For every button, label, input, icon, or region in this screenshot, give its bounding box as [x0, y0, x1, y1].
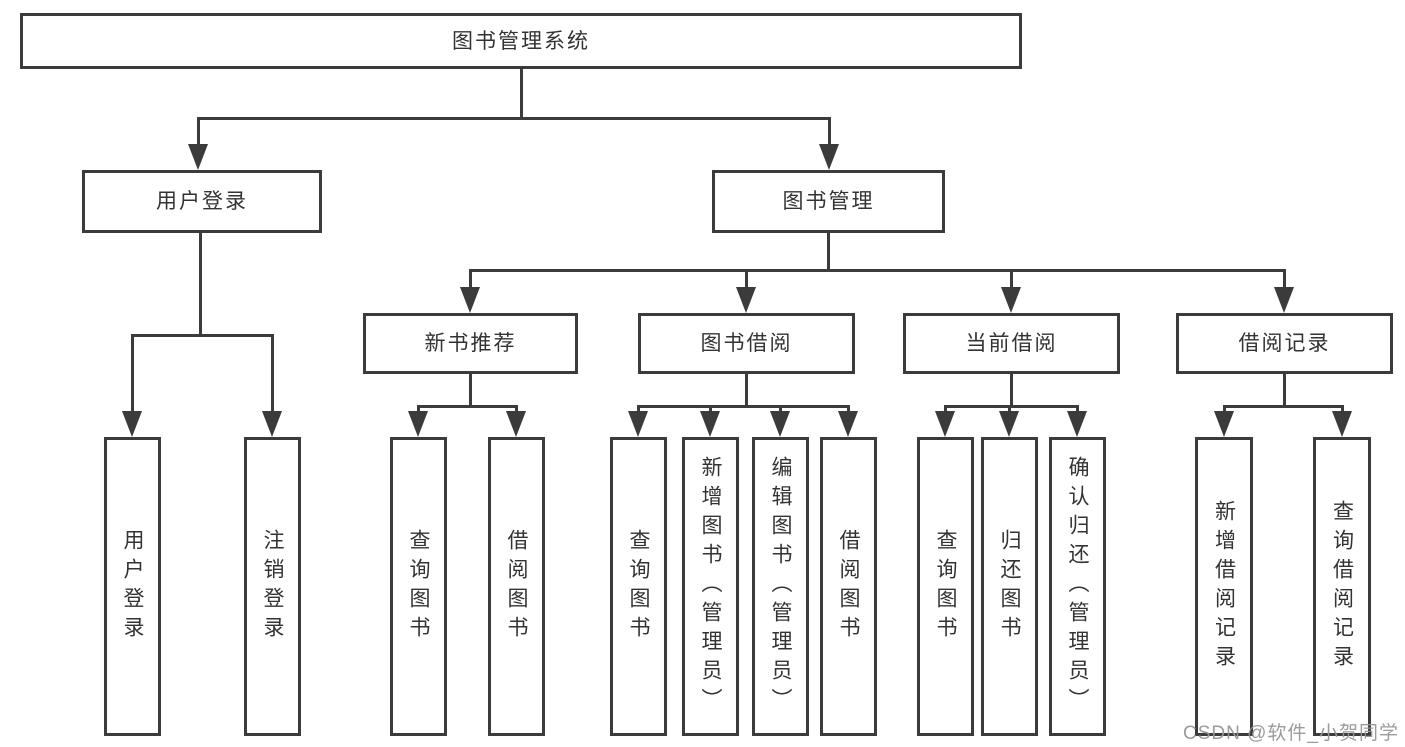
node-current-borrow: 当前借阅: [903, 313, 1120, 374]
leaf-borrow-books-recommend: 借阅图书: [488, 437, 545, 736]
leaf-query-books-current-label: 查询图书: [934, 528, 957, 645]
connector-drop: [637, 406, 640, 414]
leaf-query-books-recommend: 查询图书: [390, 437, 447, 736]
leaf-add-borrow-record-label: 新增借阅记录: [1212, 499, 1236, 674]
node-book-borrow-label: 图书借阅: [700, 332, 793, 355]
connector-drop: [828, 118, 831, 146]
leaf-user-login-label: 用户登录: [121, 528, 144, 645]
node-current-borrow-label: 当前借阅: [965, 332, 1058, 355]
connector-level1-branch: [197, 117, 831, 120]
connector-leaf-branch: [944, 405, 1079, 408]
node-borrow-records: 借阅记录: [1176, 313, 1393, 374]
node-book-management: 图书管理: [712, 170, 945, 233]
arrowhead-down-icon: [628, 411, 648, 437]
arrowhead-down-icon: [188, 144, 208, 170]
arrowhead-down-icon: [1001, 287, 1021, 313]
connector-drop: [944, 406, 947, 414]
connector-leaf-branch: [1223, 405, 1344, 408]
leaf-add-books-admin-label: 新增图书（管理员）: [699, 456, 722, 717]
node-borrow-records-label: 借阅记录: [1238, 332, 1331, 355]
arrowhead-down-icon: [700, 411, 720, 437]
leaf-query-borrow-record-label: 查询借阅记录: [1330, 499, 1354, 674]
leaf-confirm-return-admin-label: 确认归还（管理员）: [1066, 456, 1089, 717]
leaf-return-books-label: 归还图书: [998, 528, 1021, 645]
connector-drop: [847, 406, 850, 414]
arrowhead-down-icon: [770, 411, 790, 437]
connector-drop: [745, 270, 748, 289]
connector-drop: [1341, 406, 1344, 414]
leaf-logout: 注销登录: [244, 437, 301, 736]
leaf-borrow-books-recommend-label: 借阅图书: [505, 528, 528, 645]
leaf-query-books-recommend-label: 查询图书: [407, 528, 430, 645]
leaf-confirm-return-admin: 确认归还（管理员）: [1049, 437, 1106, 736]
connector-bookmgmt-stem: [827, 233, 830, 270]
connector-root-stem: [520, 69, 523, 118]
connector-stem: [469, 374, 472, 407]
arrowhead-down-icon: [1067, 411, 1087, 437]
connector-stem: [745, 374, 748, 407]
leaf-logout-label: 注销登录: [261, 528, 284, 645]
connector-drop: [779, 406, 782, 414]
connector-leaf-branch: [417, 405, 518, 408]
connector-userlogin-stem: [199, 233, 202, 335]
leaf-query-borrow-record: 查询借阅记录: [1313, 437, 1371, 736]
connector-drop: [469, 270, 472, 289]
connector-drop: [1076, 406, 1079, 414]
connector-stem: [1283, 374, 1286, 407]
leaf-query-books-borrow: 查询图书: [610, 437, 667, 736]
arrowhead-down-icon: [935, 411, 955, 437]
leaf-query-books-current: 查询图书: [917, 437, 974, 736]
node-root-system: 图书管理系统: [20, 13, 1022, 69]
arrowhead-down-icon: [262, 411, 282, 437]
connector-drop: [1223, 406, 1226, 414]
connector-drop: [1010, 270, 1013, 289]
node-user-login: 用户登录: [82, 170, 322, 233]
leaf-add-books-admin: 新增图书（管理员）: [682, 437, 739, 736]
arrowhead-down-icon: [460, 287, 480, 313]
csdn-watermark: CSDN @软件_小贺同学: [1183, 723, 1399, 744]
connector-drop: [197, 118, 200, 146]
leaf-edit-books-admin: 编辑图书（管理员）: [752, 437, 809, 736]
leaf-borrow-books-label: 借阅图书: [837, 528, 860, 645]
arrowhead-down-icon: [506, 411, 526, 437]
leaf-return-books: 归还图书: [981, 437, 1038, 736]
arrowhead-down-icon: [1332, 411, 1352, 437]
arrowhead-down-icon: [838, 411, 858, 437]
node-book-borrow: 图书借阅: [638, 313, 855, 374]
arrowhead-down-icon: [122, 411, 142, 437]
node-new-book-recommend: 新书推荐: [363, 313, 578, 374]
leaf-add-borrow-record: 新增借阅记录: [1195, 437, 1253, 736]
connector-drop: [515, 406, 518, 414]
connector-drop: [131, 335, 134, 413]
arrowhead-down-icon: [408, 411, 428, 437]
connector-userlogin-branch: [131, 334, 274, 337]
connector-leaf-branch: [637, 405, 850, 408]
arrowhead-down-icon: [819, 144, 839, 170]
connector-drop: [271, 335, 274, 413]
arrowhead-down-icon: [736, 287, 756, 313]
node-user-login-label: 用户登录: [156, 190, 248, 213]
node-root-label: 图书管理系统: [452, 29, 590, 53]
arrowhead-down-icon: [1274, 287, 1294, 313]
connector-stem: [1010, 374, 1013, 407]
arrowhead-down-icon: [1214, 411, 1234, 437]
node-new-book-recommend-label: 新书推荐: [424, 332, 517, 355]
connector-level2-branch: [469, 269, 1286, 272]
node-book-management-label: 图书管理: [782, 190, 875, 213]
connector-drop: [417, 406, 420, 414]
connector-drop: [1283, 270, 1286, 289]
leaf-edit-books-admin-label: 编辑图书（管理员）: [769, 456, 792, 717]
leaf-user-login: 用户登录: [104, 437, 161, 736]
arrowhead-down-icon: [999, 411, 1019, 437]
connector-drop: [1008, 406, 1011, 414]
leaf-borrow-books: 借阅图书: [820, 437, 877, 736]
leaf-query-books-borrow-label: 查询图书: [627, 528, 650, 645]
connector-drop: [709, 406, 712, 414]
